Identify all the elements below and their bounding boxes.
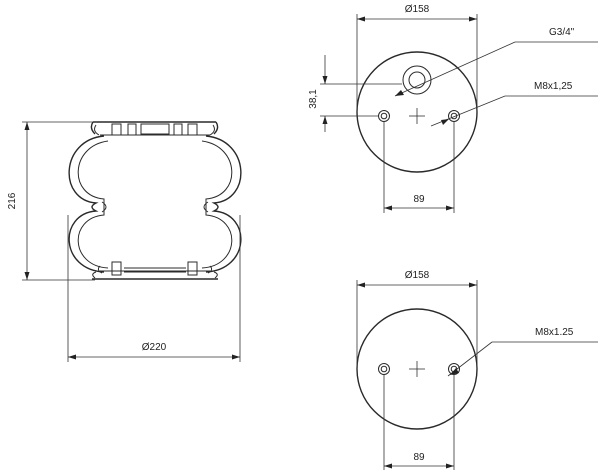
air-port-callout: G3/4": [394, 27, 598, 97]
top-diameter-dimension: Ø158: [356, 4, 478, 112]
bottom-view: Ø158 89 M8x1.25: [356, 270, 598, 470]
top-view: Ø158 38,1 89 G3/4": [308, 4, 598, 213]
offset-label: 38,1: [308, 89, 319, 109]
top-thread-label: M8x1,25: [534, 81, 573, 92]
side-view: 216 Ø220: [7, 121, 242, 362]
air-port-inner: [408, 71, 426, 89]
width-label: Ø220: [142, 342, 167, 353]
width-dimension: Ø220: [67, 215, 241, 362]
height-dimension: 216: [7, 121, 97, 281]
top-thread-callout: M8x1,25: [430, 81, 598, 127]
bottom-diameter-label: Ø158: [405, 270, 430, 281]
bottom-plate: [92, 261, 218, 280]
bottom-spacing-dimension: 89: [383, 375, 455, 470]
air-port-label: G3/4": [549, 27, 575, 38]
top-spacing-dimension: 89: [383, 122, 455, 213]
bottom-thread-label: M8x1.25: [535, 327, 574, 338]
bottom-spacing-label: 89: [413, 452, 425, 463]
bottom-diameter-dimension: Ø158: [356, 270, 478, 369]
bottom-thread-callout: M8x1.25: [447, 327, 598, 377]
offset-dimension: 38,1: [308, 55, 402, 132]
bottom-center-cross: [409, 361, 425, 377]
top-diameter-label: Ø158: [405, 4, 430, 15]
center-cross: [409, 108, 425, 124]
top-plate: [90, 121, 219, 136]
height-label: 216: [7, 192, 18, 209]
bellows: [68, 135, 242, 273]
top-spacing-label: 89: [413, 194, 425, 205]
